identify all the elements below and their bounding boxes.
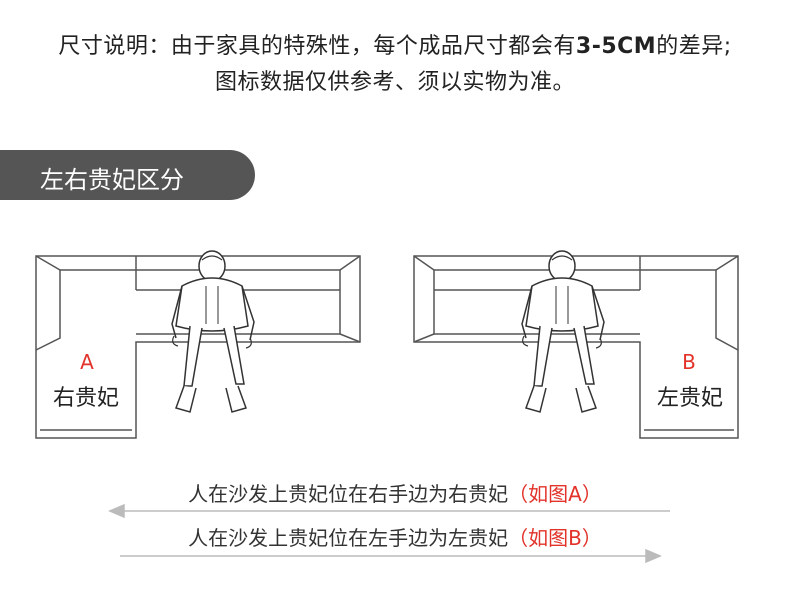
notice-tolerance: 3-5CM <box>575 34 657 59</box>
sofa-b-outline <box>413 255 739 439</box>
notice-suffix: 的差异; <box>656 34 732 59</box>
sofa-a-outline <box>35 255 361 439</box>
caption-note: （如图A） <box>508 482 602 506</box>
seated-person-b <box>521 250 605 413</box>
caption-right-chaise: 人在沙发上贵妃位在右手边为右贵妃（如图A） <box>120 478 670 507</box>
section-title: 左右贵妃区分 <box>40 166 184 194</box>
sofa-b-letter: B <box>682 350 696 374</box>
direction-arrows <box>108 503 670 564</box>
caption-left-chaise: 人在沙发上贵妃位在左手边为左贵妃（如图B） <box>120 522 670 551</box>
sofa-a-letter: A <box>80 350 94 374</box>
size-notice-line-1: 尺寸说明：由于家具的特殊性，每个成品尺寸都会有3-5CM的差异; <box>0 28 790 60</box>
seated-person-a <box>171 250 255 413</box>
sofa-b-label: 左贵妃 <box>656 386 723 411</box>
size-notice-line-2: 图标数据仅供参考、须以实物为准。 <box>214 70 575 95</box>
caption-text: 人在沙发上贵妃位在左手边为左贵妃 <box>188 526 509 550</box>
notice-prefix: 尺寸说明：由于家具的特殊性，每个成品尺寸都会有 <box>58 34 576 59</box>
caption-note: （如图B） <box>508 526 602 550</box>
caption-text: 人在沙发上贵妃位在右手边为右贵妃 <box>188 482 509 506</box>
section-header-bar: 左右贵妃区分 <box>0 150 255 200</box>
sofa-a-label: 右贵妃 <box>52 386 119 411</box>
